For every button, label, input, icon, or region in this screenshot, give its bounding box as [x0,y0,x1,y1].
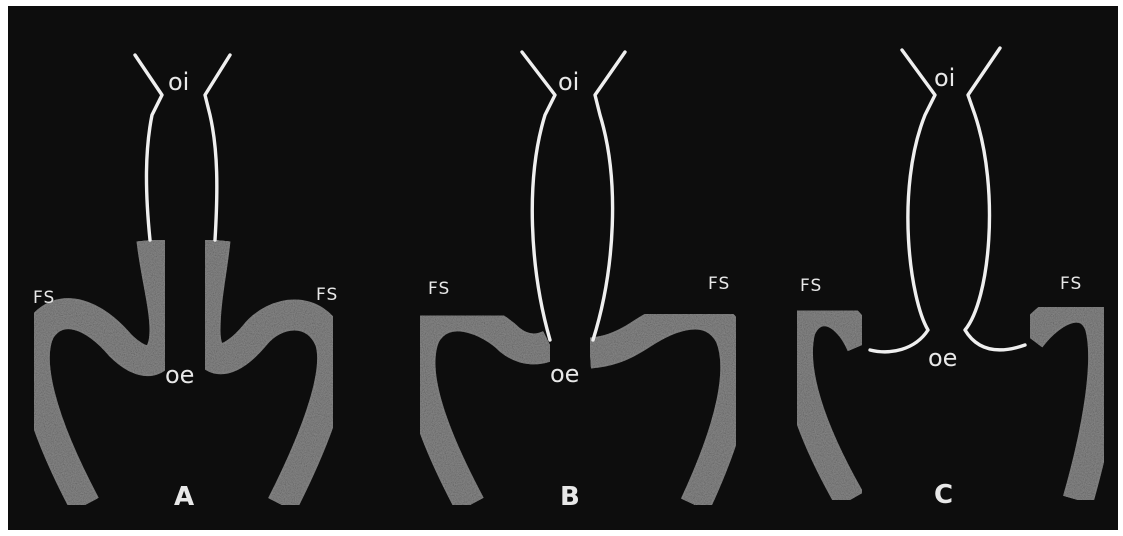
panel-c-left-band [797,311,862,500]
panel-b: oi oe FS FS B [420,52,736,512]
panel-c-right-label: FS [1060,274,1082,294]
panel-b-tube-right-wall [593,52,625,340]
panel-a-left-band [34,240,165,505]
panel-b-right-band [590,314,736,505]
panel-b-letter: B [560,482,580,512]
panel-b-tube-left-wall [522,52,555,340]
panel-b-left-band [420,316,550,505]
panel-a-left-label: FS [33,288,55,308]
panel-a-tube-right-wall [205,55,230,240]
panel-c-tube-left-wall [870,50,935,352]
panel-a: oi oe FS FS A [33,55,338,512]
panel-c-middle-label: oe [928,344,957,372]
panel-c-letter: C [934,480,953,510]
panel-c-tube-right-wall [965,48,1025,350]
panel-b-right-label: FS [708,274,730,294]
panel-a-letter: A [174,482,194,512]
panel-b-left-label: FS [428,279,450,299]
panel-a-right-label: FS [316,285,338,305]
panel-a-right-band [205,240,333,505]
panel-a-middle-label: oe [165,361,194,389]
panel-b-top-label: oi [558,68,579,96]
panel-b-middle-label: oe [550,360,579,388]
panel-c-left-label: FS [800,276,822,296]
panel-a-tube-left-wall [135,55,162,240]
panel-c-right-band [1030,307,1104,500]
panel-c: oi oe FS FS C [797,48,1103,510]
panel-a-top-label: oi [168,68,189,96]
panel-c-top-label: oi [934,64,955,92]
